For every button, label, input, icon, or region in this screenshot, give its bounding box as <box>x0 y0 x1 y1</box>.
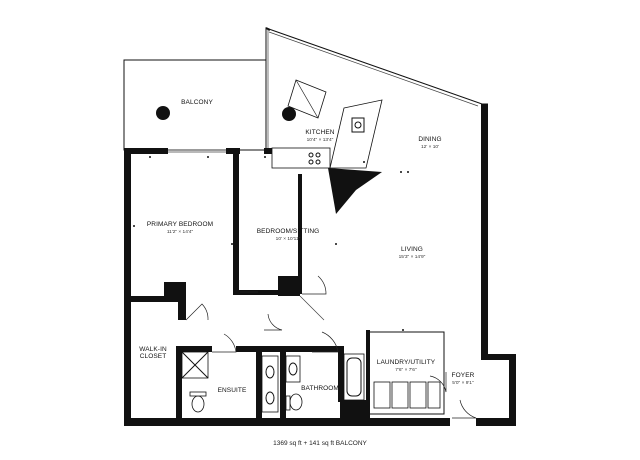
dims-foyer: 5'0" × 9'1" <box>452 380 474 386</box>
label-bathroom: BATHROOM <box>301 385 339 392</box>
walls <box>124 104 516 426</box>
toilet <box>191 395 205 413</box>
dims-laundry: 7'6" × 7'6" <box>395 367 417 373</box>
dims-living: 15'3" × 14'9" <box>399 254 426 260</box>
label-balcony: BALCONY <box>181 99 213 106</box>
label-dining: DINING <box>418 136 441 143</box>
label-primary-bedroom: PRIMARY BEDROOM <box>147 221 213 228</box>
label-bedroom-sitting: BEDROOM/SITTING <box>257 228 320 235</box>
label-walk-in-line1: WALK-IN <box>139 346 167 353</box>
dims-primary-bedroom: 11'2" × 14'4" <box>167 229 194 235</box>
label-walk-in-line2: CLOSET <box>140 353 167 360</box>
dims-dining: 12' × 10' <box>421 144 439 150</box>
label-living: LIVING <box>401 246 423 253</box>
area-summary: 1369 sq ft + 141 sq ft BALCONY <box>273 440 367 447</box>
balcony-column-right <box>282 107 296 121</box>
room-labels: BALCONY KITCHEN 10'4" × 13'4" DINING 12'… <box>139 99 474 394</box>
doors <box>185 275 477 419</box>
kitchen-counter <box>329 99 383 169</box>
bathroom-sink <box>285 355 301 383</box>
kitchen-fixtures <box>271 79 383 169</box>
laundry-fixtures <box>373 381 441 409</box>
label-kitchen: KITCHEN <box>305 129 334 136</box>
balcony-area <box>123 59 296 153</box>
bath-fixtures <box>181 351 365 413</box>
balcony-column-left <box>156 106 170 120</box>
dims-bedroom-sitting: 10' × 10'11" <box>276 236 301 242</box>
dims-kitchen: 10'4" × 13'4" <box>307 137 334 143</box>
label-foyer: FOYER <box>452 372 475 379</box>
bathtub <box>343 353 365 401</box>
wall-markers <box>133 156 485 331</box>
label-ensuite: ENSUITE <box>218 387 247 394</box>
label-laundry: LAUNDRY/UTILITY <box>377 359 436 366</box>
